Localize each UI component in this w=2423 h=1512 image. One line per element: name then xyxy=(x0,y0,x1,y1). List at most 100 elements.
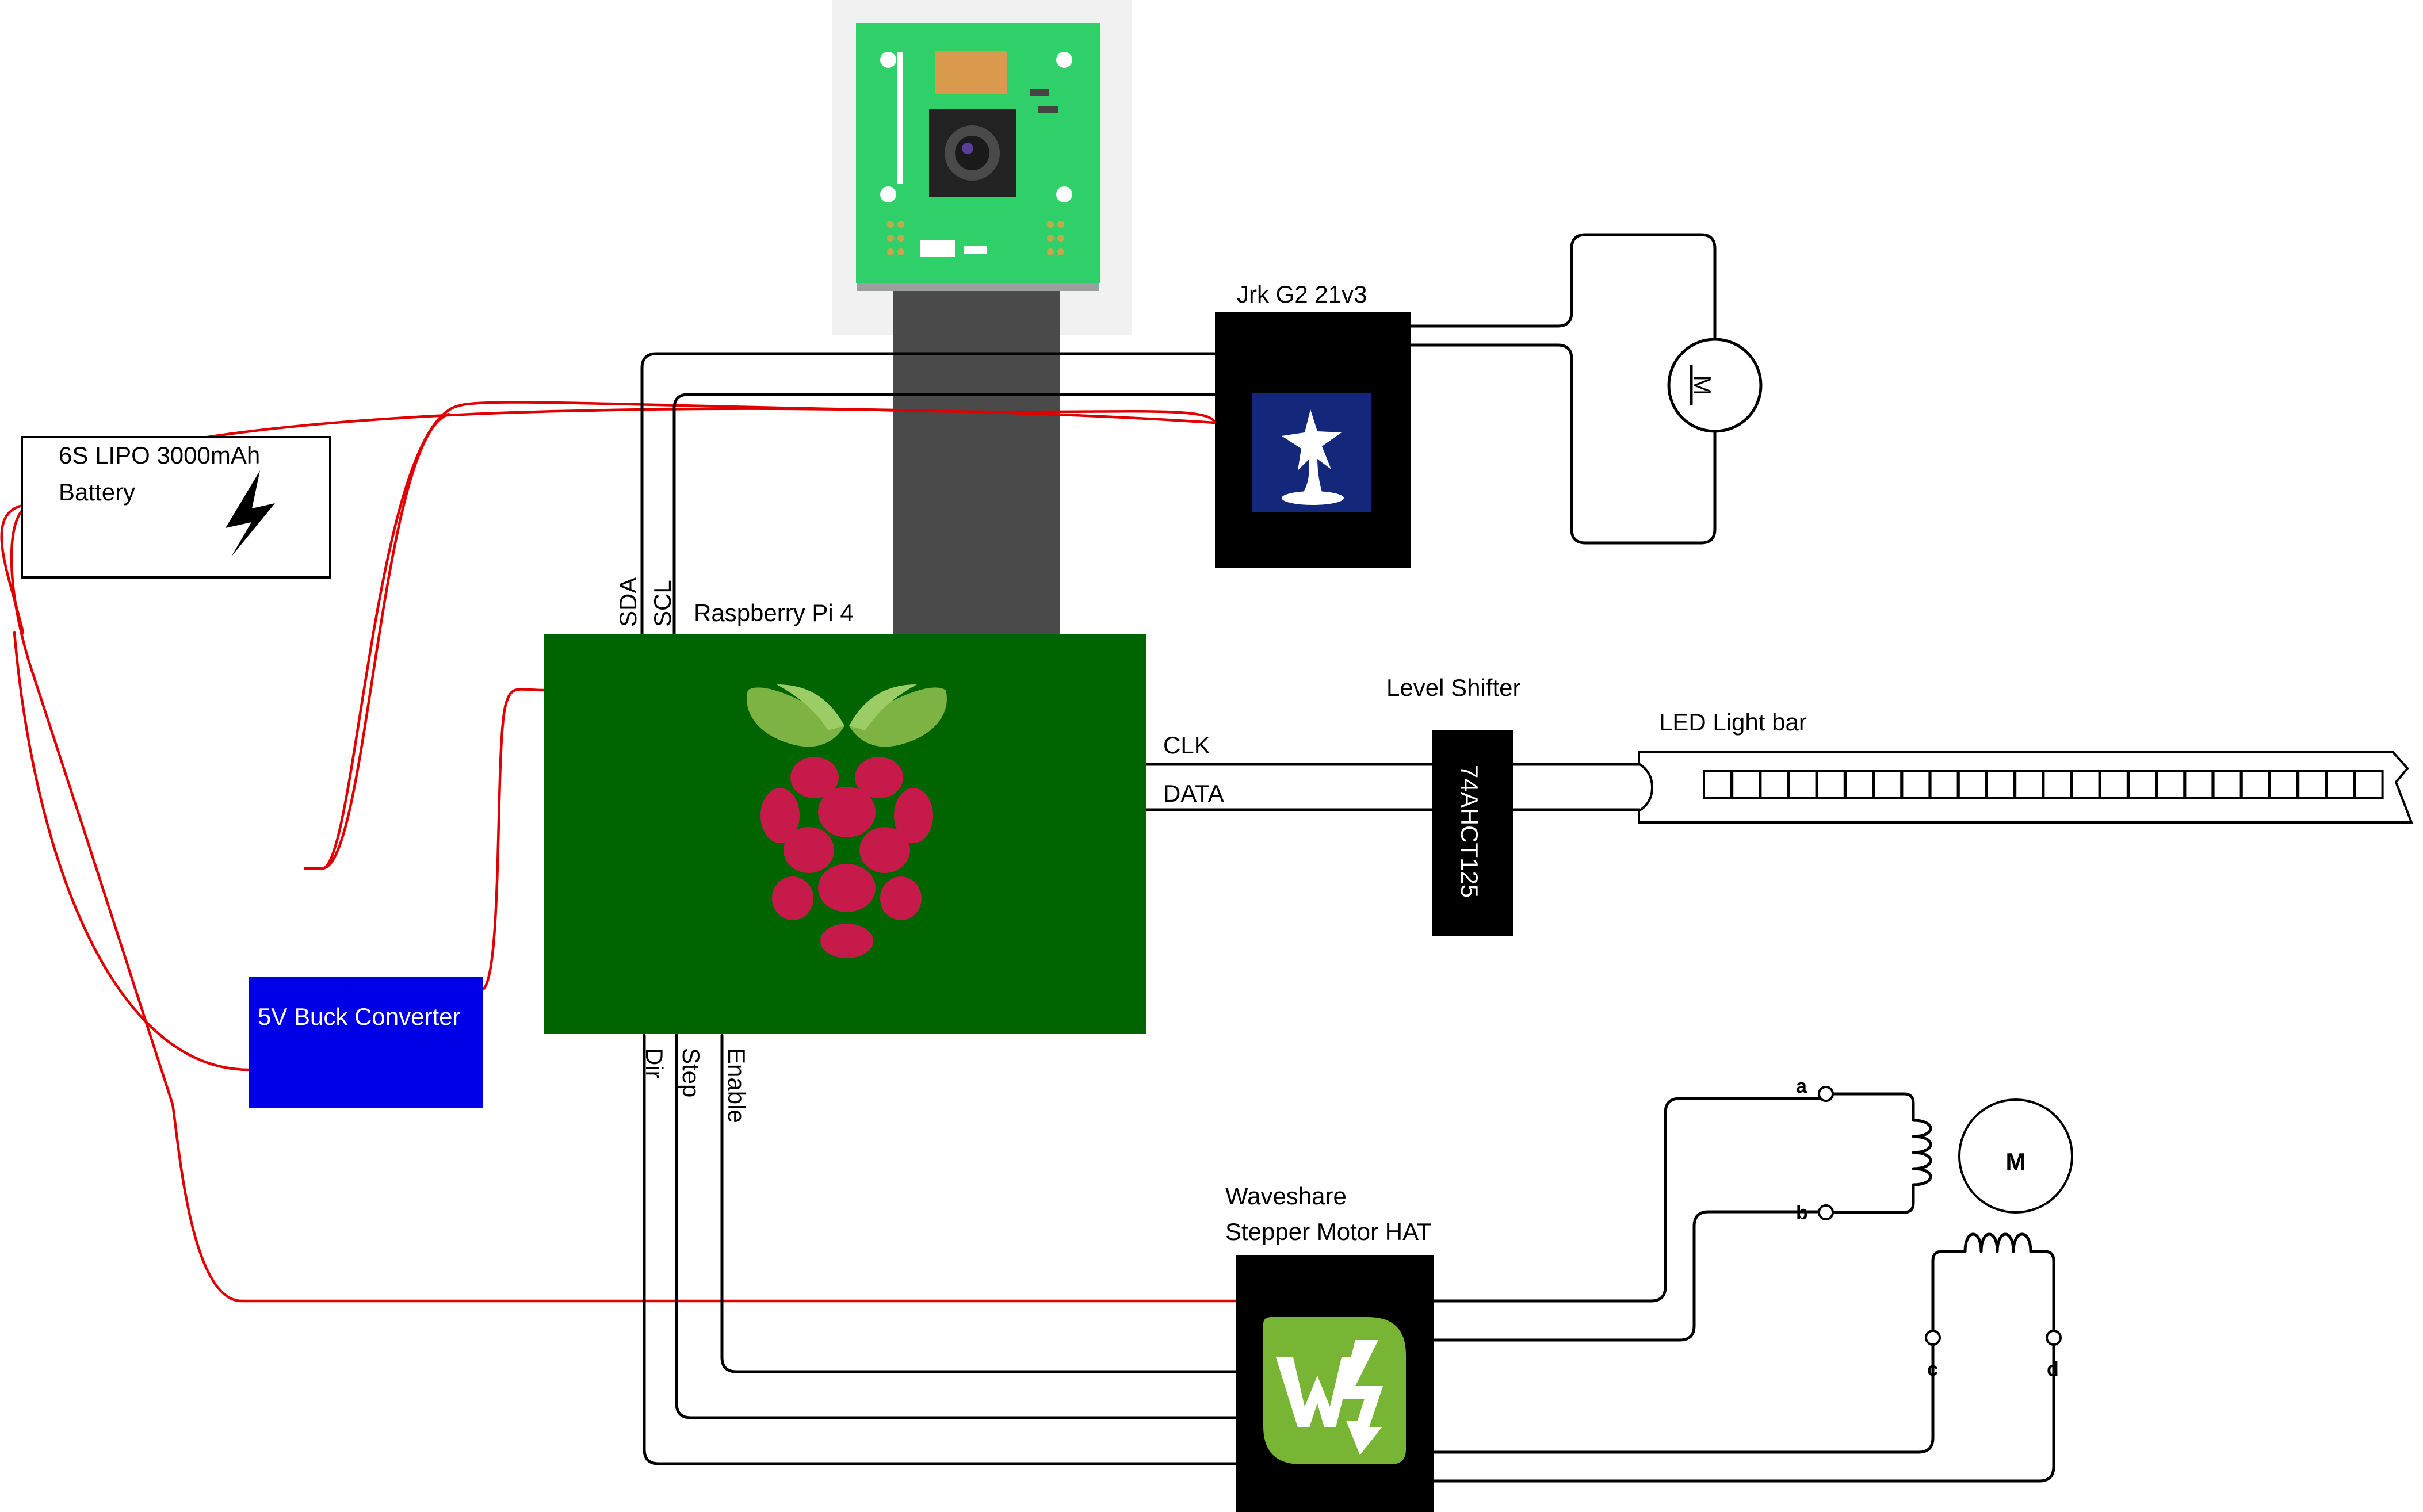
terminal-label-a: a xyxy=(1796,1075,1807,1097)
stepper-motor: M a b c d xyxy=(1796,1075,2073,1380)
pin-label-data: DATA xyxy=(1163,780,1224,807)
led-segment xyxy=(1986,770,2016,799)
terminal-c xyxy=(1925,1330,1941,1346)
motor-wire-a xyxy=(1409,233,1717,340)
step-wire xyxy=(675,1033,1237,1419)
camera-lens xyxy=(955,136,989,170)
led-segment xyxy=(1957,770,1988,799)
led-segment xyxy=(2353,770,2384,799)
battery-label-line2: Battery xyxy=(59,479,135,506)
power-wire-to-buck xyxy=(13,631,251,1071)
terminal-label-b: b xyxy=(1796,1202,1808,1224)
coil-icon xyxy=(1912,1119,1932,1186)
sda-wire xyxy=(640,352,1217,636)
lightning-bolt-icon xyxy=(226,470,275,557)
coil-b-wire xyxy=(1432,1210,1824,1342)
led-segment xyxy=(2014,770,2044,799)
led-segment xyxy=(1929,770,1959,799)
terminal-label-c: c xyxy=(1927,1358,1938,1380)
raspberry-pi: Raspberry Pi 4 SDA SCL CLK DATA Dir Step… xyxy=(544,577,1224,1123)
power-wire-buck-to-pi xyxy=(481,688,547,991)
pad-column-right xyxy=(1047,221,1064,255)
jrk-controller: Jrk G2 21v3 xyxy=(1215,281,1411,568)
level-shifter-label: Level Shifter xyxy=(1386,674,1520,701)
battery-box xyxy=(21,436,331,579)
stepper-motor-symbol: M xyxy=(2006,1148,2026,1175)
camera-module xyxy=(832,0,1132,634)
pad-column-left xyxy=(887,221,904,255)
camera-lens-glare xyxy=(962,143,973,154)
led-segment xyxy=(2070,770,2101,799)
led-segment xyxy=(2184,770,2214,799)
buck-converter-label: 5V Buck Converter xyxy=(258,1003,461,1030)
raspberry-pi-logo-icon xyxy=(747,684,947,958)
led-segments xyxy=(1703,770,2384,799)
smd-component xyxy=(1030,89,1049,96)
pin-label-scl: SCL xyxy=(649,580,676,627)
raspberry-pi-label: Raspberry Pi 4 xyxy=(694,599,854,626)
power-wire-loop xyxy=(320,412,450,870)
silkscreen-pad xyxy=(920,240,955,257)
pin-label-dir: Dir xyxy=(641,1048,668,1079)
camera-flex-connector xyxy=(935,51,1007,94)
led-segment xyxy=(2042,770,2073,799)
led-segment xyxy=(2297,770,2328,799)
led-segment xyxy=(1816,770,1846,799)
led-segment xyxy=(2156,770,2186,799)
stepper-hat-label-line2: Stepper Motor HAT xyxy=(1225,1218,1432,1245)
dc-motor-symbol: M xyxy=(1689,376,1716,396)
mount-hole xyxy=(1056,186,1072,202)
motor-wire-b xyxy=(1409,343,1717,545)
led-segment xyxy=(1759,770,1790,799)
led-bar-label: LED Light bar xyxy=(1659,709,1807,736)
led-segment xyxy=(1844,770,1874,799)
led-segment xyxy=(1872,770,1903,799)
battery-label-line1: 6S LIPO 3000mAh xyxy=(59,442,260,469)
coil-ab-wiring xyxy=(1831,1092,1915,1214)
led-segment xyxy=(1787,770,1818,799)
smd-component xyxy=(1038,106,1058,113)
power-wire-battery-left xyxy=(0,504,25,634)
stepper-hat-label-line1: Waveshare xyxy=(1225,1182,1347,1209)
led-segment xyxy=(2127,770,2157,799)
enable-wire xyxy=(720,1033,1237,1373)
scl-wire xyxy=(672,393,1217,636)
pin-label-sda: SDA xyxy=(614,577,641,627)
terminal-d xyxy=(2046,1330,2062,1346)
terminal-a xyxy=(1818,1086,1834,1102)
led-segment xyxy=(2325,770,2356,799)
camera-ribbon-cable xyxy=(893,279,1060,634)
coil-a-wire xyxy=(1432,1097,1824,1303)
stepper-motor-hat: Waveshare Stepper Motor HAT xyxy=(1225,1182,1434,1512)
power-wire-battery-to-jrk xyxy=(10,504,1237,1303)
coil-icon xyxy=(1963,1232,2032,1253)
dc-motor-circle xyxy=(1667,338,1763,433)
level-shifter-chip-label: 74AHCT125 xyxy=(1456,765,1483,898)
coil-d-wire xyxy=(1432,1342,2055,1483)
led-segment xyxy=(1731,770,1761,799)
stepper-motor-icon xyxy=(1958,1098,2073,1214)
mount-hole xyxy=(880,52,896,68)
buck-converter: 5V Buck Converter xyxy=(249,977,483,1108)
led-segment xyxy=(2269,770,2299,799)
level-shifter: Level Shifter 74AHCT125 xyxy=(1386,674,1520,936)
led-segment xyxy=(2240,770,2271,799)
mount-hole xyxy=(880,186,896,202)
waveshare-logo-icon xyxy=(1263,1317,1406,1464)
level-shifter-chip xyxy=(1432,730,1513,936)
camera-connector xyxy=(857,282,1099,291)
power-wire-jrk xyxy=(304,401,1217,870)
led-segment xyxy=(1703,770,1733,799)
battery: 6S LIPO 3000mAh Battery xyxy=(21,436,331,579)
coil-cd-wiring xyxy=(1931,1250,2055,1333)
pin-label-step: Step xyxy=(678,1048,705,1097)
silkscreen-pad xyxy=(964,246,987,254)
coil-c-wire xyxy=(1432,1342,1935,1454)
led-segment xyxy=(2099,770,2129,799)
led-segment xyxy=(2212,770,2242,799)
pin-label-clk: CLK xyxy=(1163,732,1210,759)
jrk-label: Jrk G2 21v3 xyxy=(1237,281,1367,308)
silkscreen-line xyxy=(897,52,903,184)
signal-wires xyxy=(640,233,2055,1483)
